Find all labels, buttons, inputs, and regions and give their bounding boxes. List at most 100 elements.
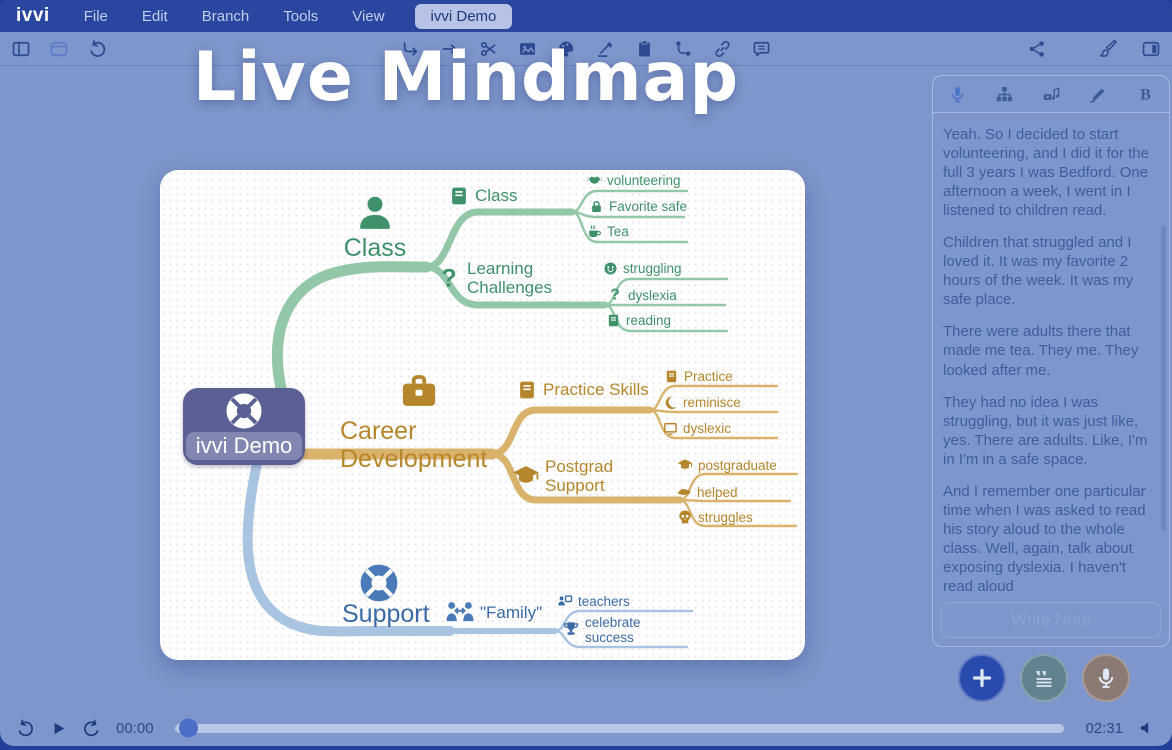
arrow-button[interactable] [439,38,461,60]
play-icon [50,720,67,737]
clipboard-button[interactable] [634,38,656,60]
branch-support-icon[interactable] [358,562,400,604]
skip-back-button[interactable] [16,719,35,738]
toggle-right-panel-button[interactable] [1140,38,1162,60]
leaf-struggling[interactable]: struggling [603,261,682,276]
skip-forward-icon [82,719,101,738]
transcript-paragraph: Yeah. So I decided to start volunteering… [943,126,1149,220]
grad-cap-icon [512,462,540,490]
branch-career-icon[interactable] [398,370,440,412]
branch-class[interactable]: Class [310,192,440,263]
panel-right-icon [1141,39,1161,59]
skip-forward-button[interactable] [82,719,101,738]
leaf-postgraduate[interactable]: postgraduate [677,457,777,473]
quote-note-button[interactable] [1020,654,1068,702]
hand-icon [676,484,692,500]
branch-support-label[interactable]: Support [342,600,430,628]
leaf-reminisce[interactable]: reminisce [663,395,741,410]
monitor-icon [663,421,678,436]
book-icon [606,313,621,328]
action-buttons [958,654,1130,702]
node-link-button[interactable] [673,38,695,60]
write-note-button[interactable]: Write Note [941,602,1161,638]
plus-icon [970,666,994,690]
menubar: ivvi File Edit Branch Tools View ivvi De… [0,0,1172,32]
root-node[interactable]: ivvi Demo [183,388,305,465]
leaf-dyslexic[interactable]: dyslexic [663,421,731,436]
share-button[interactable] [1026,38,1048,60]
style-brush-button[interactable] [1098,38,1120,60]
current-time: 00:00 [116,719,154,737]
branch-career-label[interactable]: Career Development [340,417,488,473]
brush-icon [1099,39,1119,59]
cut-button[interactable] [478,38,500,60]
playbar: 00:00 02:31 [0,710,1172,746]
mic-icon [948,85,967,104]
leaf-celebrate-success[interactable]: celebrate success [562,615,647,646]
leaf-teachers[interactable]: teachers [557,593,630,609]
record-button[interactable] [1082,654,1130,702]
menu-view[interactable]: View [352,7,385,25]
draw-line-button[interactable] [595,38,617,60]
undo-button[interactable] [86,38,108,60]
transcript-paragraph: They had no idea I was struggling, but i… [943,393,1148,468]
pencil-line-icon [596,39,616,59]
link-button[interactable] [712,38,734,60]
palette-button[interactable] [556,38,578,60]
volume-icon [1138,719,1156,737]
total-time: 02:31 [1085,719,1123,737]
menu-file[interactable]: File [83,7,108,25]
cup-icon [587,224,602,239]
leaf-reading[interactable]: reading [606,313,671,328]
people-arrows-icon [445,598,475,628]
transcript-scrollbar[interactable] [1161,226,1166,531]
node-link-icon [674,39,694,59]
question-icon [607,287,623,303]
menu-tools[interactable]: Tools [283,7,319,25]
life-ring-icon [358,562,400,604]
leaf-volunteering[interactable]: volunteering [587,173,681,188]
leaf-struggles[interactable]: struggles [677,509,753,525]
add-node-button[interactable] [958,654,1006,702]
leaf-tea[interactable]: Tea [587,224,629,239]
skip-back-icon [16,719,35,738]
undo-icon [87,39,107,59]
menu-branch[interactable]: Branch [201,7,250,25]
branch-class-label: Class [343,234,407,262]
hook-arrow-button[interactable] [400,38,422,60]
hook-arrow-icon [401,39,421,59]
tab-media[interactable] [1041,84,1061,104]
node-postgrad-support[interactable]: Postgrad Support [512,457,627,495]
comment-button[interactable] [751,38,773,60]
window-layout-button[interactable] [48,38,70,60]
mindmap-canvas[interactable]: ivvi Demo Class Class Learning Challenge… [160,170,805,660]
book-icon [664,369,679,384]
transcript[interactable]: Yeah. So I decided to start volunteering… [933,112,1169,592]
handshake-icon [587,173,602,188]
node-family[interactable]: "Family" [445,598,542,628]
leaf-dyslexia[interactable]: dyslexia [607,287,677,303]
tab-outline[interactable] [994,84,1014,104]
volume-icon-wrap[interactable] [1138,719,1156,737]
leaf-helped[interactable]: helped [676,484,738,500]
tab-highlight[interactable] [1088,84,1108,104]
play-button[interactable] [50,720,67,737]
tab-voice[interactable] [947,84,967,104]
node-practice-skills[interactable]: Practice Skills [516,379,649,401]
seek-slider[interactable] [174,718,1065,738]
tab-bold[interactable] [1135,84,1155,104]
mindmap-edges [242,189,799,649]
book-icon [516,379,538,401]
panel-left-icon [11,39,31,59]
insert-image-button[interactable] [517,38,539,60]
menu-edit[interactable]: Edit [141,7,168,25]
document-tab[interactable]: ivvi Demo [414,3,513,29]
seek-thumb[interactable] [178,718,198,738]
node-learning-challenges[interactable]: Learning Challenges [436,259,572,297]
leaf-favorite-safe[interactable]: Favorite safe [589,199,687,214]
toggle-left-panel-button[interactable] [10,38,32,60]
palette-icon [557,39,577,59]
node-class-sub[interactable]: Class [448,185,518,207]
leaf-practice[interactable]: Practice [664,369,733,384]
teacher-icon [557,593,573,609]
